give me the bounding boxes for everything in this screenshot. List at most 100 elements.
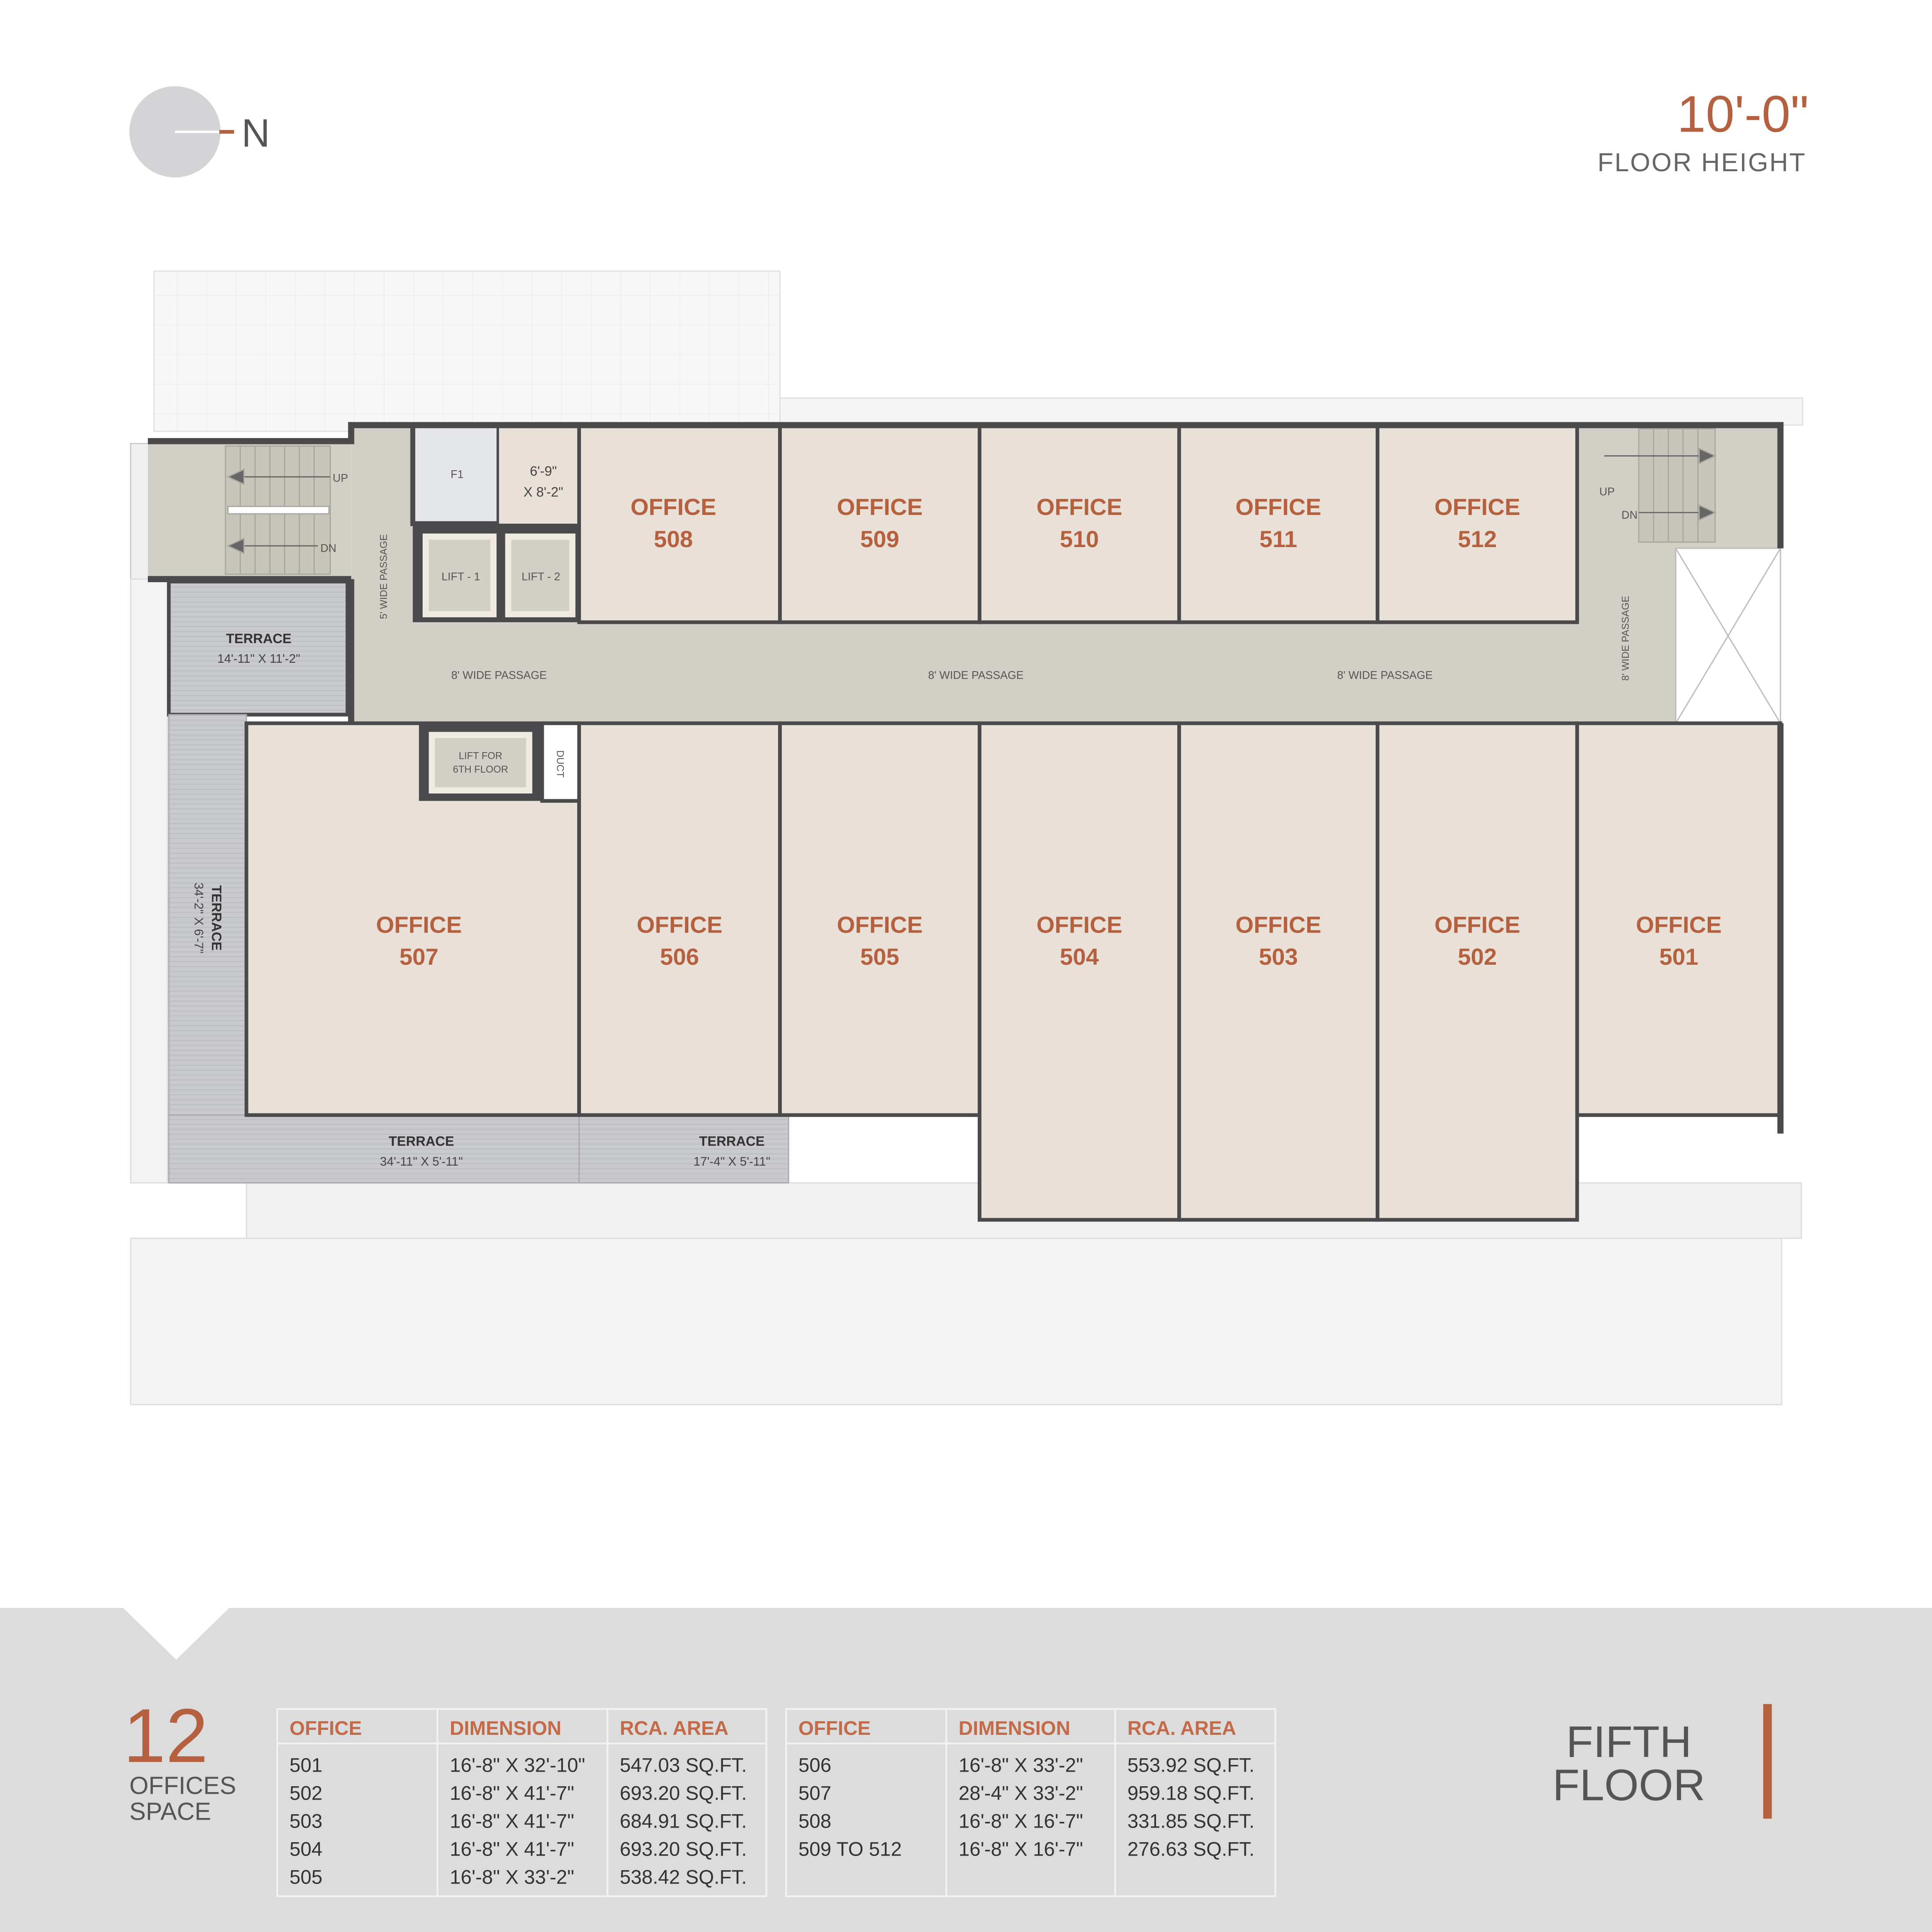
- table-cell: 538.42 SQ.FT.: [620, 1866, 747, 1888]
- table-row: 503 16'-8" X 41'-7" 684.91 SQ.FT.: [289, 1810, 747, 1832]
- table_right: OFFICE DIMENSION RCA. AREA 506 16'-8" X 33'-…: [785, 1708, 1276, 1897]
- floor-name-1: FIFTH: [1566, 1717, 1692, 1767]
- office-label: OFFICE: [1235, 494, 1321, 520]
- office-number: 503: [1259, 943, 1298, 970]
- terrace-3-label: TERRACE: [389, 1134, 454, 1149]
- table-cell: 16'-8" X 41'-7": [450, 1810, 574, 1832]
- table-cell: 16'-8" X 16'-7": [958, 1838, 1083, 1860]
- terrace-2-label: TERRACE: [209, 885, 224, 951]
- table-cell: 506: [799, 1754, 832, 1776]
- side-passage-right-label: 8' WIDE PASSAGE: [1620, 596, 1631, 681]
- table-cell: 16'-8" X 41'-7": [450, 1782, 574, 1804]
- table-row: 509 TO 512 16'-8" X 16'-7" 276.63 SQ.FT.: [799, 1838, 1255, 1860]
- table-cell: 276.63 SQ.FT.: [1127, 1838, 1254, 1860]
- passage-label-3: 8' WIDE PASSAGE: [1337, 669, 1433, 682]
- table-cell: 16'-8" X 33'-2": [958, 1754, 1083, 1776]
- office-number: 506: [660, 943, 699, 970]
- office-509[interactable]: OFFICE 509: [778, 423, 981, 624]
- office-506[interactable]: OFFICE 506: [577, 721, 782, 1117]
- office-label: OFFICE: [1435, 911, 1521, 938]
- office-label: OFFICE: [837, 494, 923, 520]
- small-room-dim-2: X 8'-2": [523, 484, 563, 499]
- office-number: 508: [654, 526, 693, 552]
- terrace-1-label: TERRACE: [226, 631, 292, 646]
- office-label: OFFICE: [837, 911, 923, 938]
- office-number: 502: [1458, 943, 1497, 970]
- table-cell: 509 TO 512: [799, 1838, 902, 1860]
- table-cell: 16'-8" X 33'-2": [450, 1866, 574, 1888]
- f1-label: F1: [451, 468, 464, 481]
- table-cell: 28'-4" X 33'-2": [958, 1782, 1083, 1804]
- office-number: 512: [1458, 526, 1497, 552]
- passage-corridor: [351, 622, 1676, 723]
- office-505[interactable]: OFFICE 505: [778, 721, 981, 1117]
- office-label: OFFICE: [1636, 911, 1722, 938]
- floor-height-label: FLOOR HEIGHT: [1597, 148, 1806, 177]
- office-number: 504: [1060, 943, 1099, 970]
- void-shaft: [1675, 548, 1781, 724]
- terrace-1-size: 14'-11" X 11'-2": [217, 652, 300, 666]
- office-503[interactable]: OFFICE 503: [1177, 721, 1379, 1222]
- terrace-4-size: 17'-4" X 5'-11": [693, 1155, 770, 1169]
- table-cell: 684.91 SQ.FT.: [620, 1810, 747, 1832]
- side-passage-left: [351, 425, 416, 723]
- office-number: 505: [860, 943, 900, 970]
- table-header: OFFICE: [799, 1717, 871, 1739]
- office-label: OFFICE: [1235, 911, 1321, 938]
- floor-name-2: FLOOR: [1552, 1760, 1705, 1810]
- offices-layer: OFFICE508OFFICE509OFFICE510OFFICE511OFFI…: [244, 423, 1782, 1222]
- table-cell: 16'-8" X 32'-10": [450, 1754, 585, 1776]
- office-label: OFFICE: [376, 911, 462, 938]
- terrace-4-label: TERRACE: [699, 1134, 765, 1149]
- passage-label-2: 8' WIDE PASSAGE: [928, 669, 1024, 682]
- table-header: DIMENSION: [450, 1717, 561, 1739]
- office-number: 510: [1060, 526, 1099, 552]
- table-cell: 505: [289, 1866, 322, 1888]
- stair-treads-right: [1604, 428, 1717, 543]
- office-number: 511: [1260, 526, 1297, 552]
- duct-label: DUCT: [555, 750, 565, 778]
- floor-height-value: 10'-0": [1677, 86, 1809, 143]
- lift-6th-floor: [419, 721, 581, 803]
- office-number: 509: [860, 526, 900, 552]
- office-511[interactable]: OFFICE 511: [1177, 423, 1379, 624]
- table-header: DIMENSION: [958, 1717, 1070, 1739]
- table-cell: 16'-8" X 16'-7": [958, 1810, 1083, 1832]
- office-502[interactable]: OFFICE 502: [1375, 721, 1579, 1222]
- lift-6th-label-2: 6TH FLOOR: [453, 764, 508, 775]
- office-label: OFFICE: [1037, 911, 1123, 938]
- stair-dn-label: DN: [320, 542, 336, 555]
- office-count: 12: [123, 1693, 208, 1778]
- lift-2-label: LIFT - 2: [522, 570, 560, 583]
- info-panel: [0, 1608, 1932, 1932]
- table-row: 505 16'-8" X 33'-2" 538.42 SQ.FT.: [289, 1866, 747, 1888]
- table-cell: 693.20 SQ.FT.: [620, 1838, 747, 1860]
- table-cell: 508: [799, 1810, 832, 1832]
- table-cell: 503: [289, 1810, 322, 1832]
- table-header: RCA. AREA: [1127, 1717, 1236, 1739]
- side-passage-left-label: 5' WIDE PASSAGE: [378, 534, 389, 619]
- office-label: OFFICE: [636, 911, 722, 938]
- office-number: 501: [1659, 943, 1699, 970]
- north-arrow-icon: [129, 86, 234, 177]
- table-cell: 16'-8" X 41'-7": [450, 1838, 574, 1860]
- office-count-label-2: SPACE: [129, 1798, 211, 1826]
- stair-treads-left: [225, 445, 331, 575]
- office-501[interactable]: OFFICE 501: [1575, 721, 1782, 1117]
- office-504[interactable]: OFFICE 504: [978, 721, 1181, 1222]
- stair-up-label-right: UP: [1599, 485, 1615, 498]
- compass-label: N: [241, 112, 270, 155]
- office-count-label-1: OFFICES: [129, 1772, 236, 1800]
- table-header: OFFICE: [289, 1717, 362, 1739]
- small-room-dim-1: 6'-9": [530, 464, 557, 479]
- table-header: RCA. AREA: [620, 1717, 728, 1739]
